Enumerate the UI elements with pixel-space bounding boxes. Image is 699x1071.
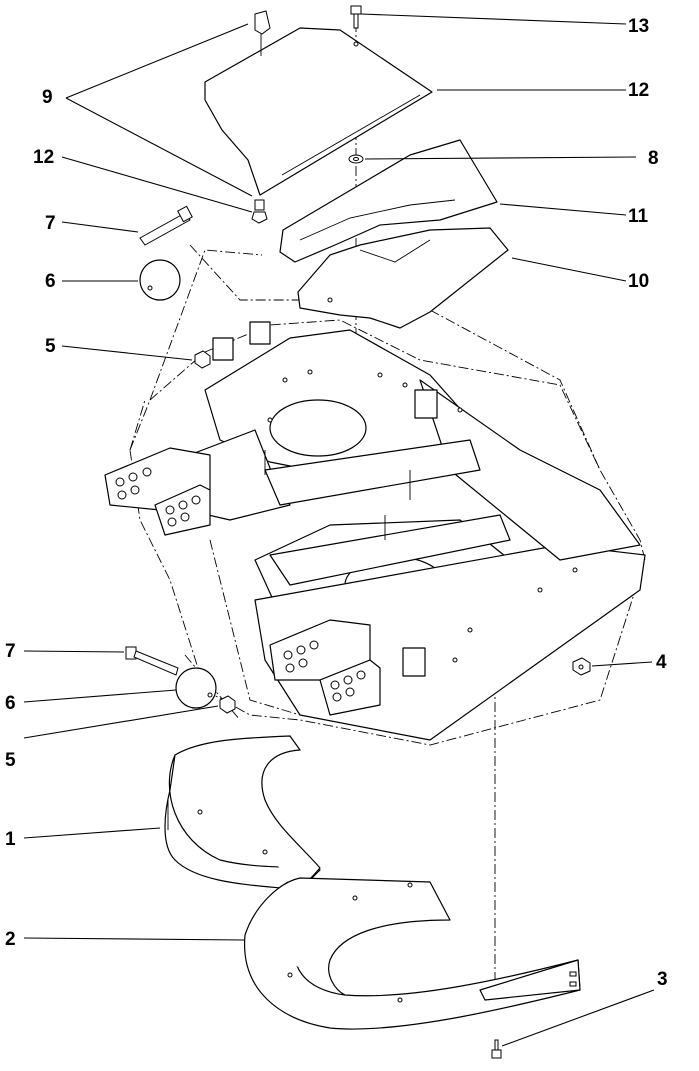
part-7-bolt-lower bbox=[125, 646, 179, 676]
part-6-bumper-lower bbox=[175, 667, 217, 709]
callout-6-upper: 6 bbox=[45, 271, 56, 292]
part-14-nut bbox=[251, 199, 268, 224]
callout-14: 12 bbox=[33, 147, 54, 168]
part-9-latch bbox=[254, 10, 271, 56]
callout-10: 10 bbox=[628, 271, 649, 292]
part-5-nut-lower bbox=[219, 695, 236, 714]
callout-7-upper: 7 bbox=[45, 213, 56, 234]
callout-3: 3 bbox=[657, 969, 668, 990]
callout-6-lower: 6 bbox=[5, 693, 16, 714]
part-13-bolt bbox=[350, 5, 362, 29]
callout-11: 11 bbox=[628, 206, 649, 227]
callout-7-lower: 7 bbox=[5, 641, 16, 662]
part-8-washer bbox=[348, 154, 364, 164]
part-4-nut bbox=[572, 657, 591, 676]
callout-4: 4 bbox=[656, 652, 667, 673]
callout-1: 1 bbox=[5, 829, 16, 850]
part-12-cover-plate bbox=[204, 27, 433, 196]
main-frame bbox=[104, 319, 646, 746]
callout-5-lower: 5 bbox=[5, 750, 16, 771]
callout-8: 8 bbox=[648, 148, 659, 169]
callout-13: 13 bbox=[628, 16, 649, 37]
callout-12: 12 bbox=[628, 80, 649, 101]
part-10-lower-plate bbox=[297, 227, 509, 329]
part-11-middle-plate bbox=[279, 139, 498, 263]
part-3-bolt bbox=[491, 1039, 502, 1059]
callout-2: 2 bbox=[5, 929, 16, 950]
part-1-upper-baffle bbox=[164, 735, 321, 891]
part-2-lower-baffle bbox=[244, 877, 581, 1030]
part-7-bolt-upper bbox=[139, 205, 193, 246]
callout-numbers: 9 12 7 6 5 13 12 8 11 10 4 7 6 5 1 2 3 bbox=[5, 16, 668, 990]
callout-9: 9 bbox=[42, 87, 53, 108]
leader-lines bbox=[23, 13, 655, 1047]
part-6-bumper-upper bbox=[139, 259, 181, 301]
part-5-nut-upper bbox=[194, 350, 211, 369]
callout-5-upper: 5 bbox=[45, 336, 56, 357]
